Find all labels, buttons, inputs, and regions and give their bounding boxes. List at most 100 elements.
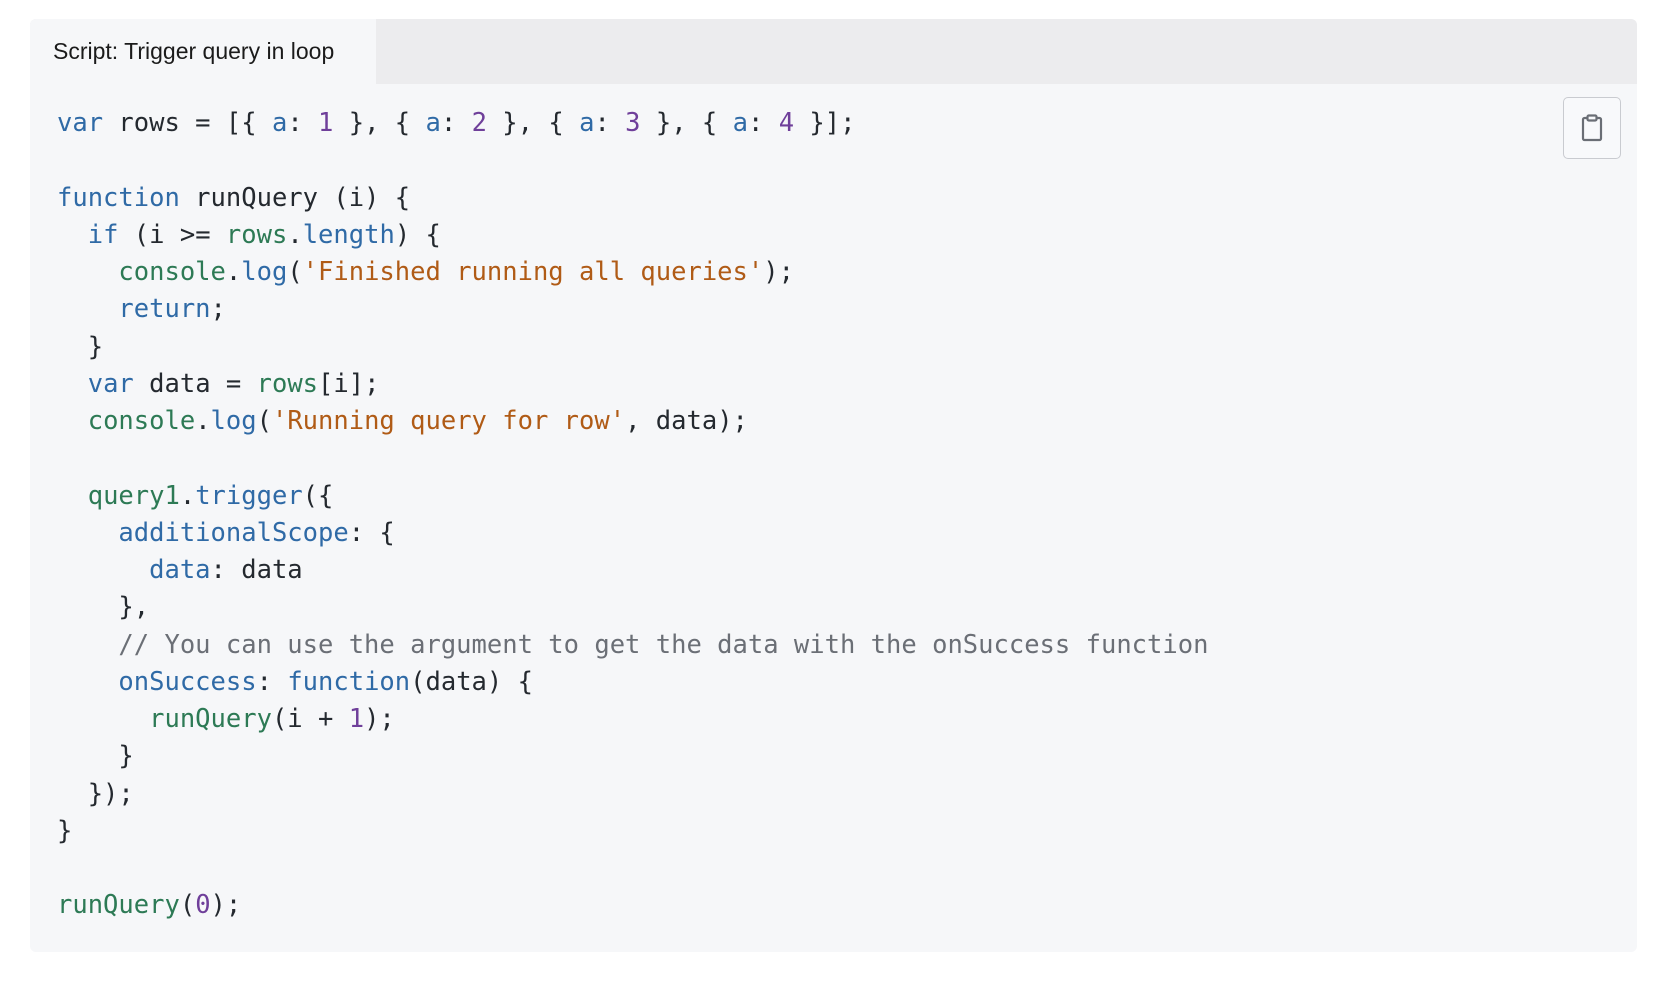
code-line (57, 850, 1208, 887)
code-line (57, 440, 1208, 477)
code-line: console.log('Finished running all querie… (57, 254, 1208, 291)
code-token-plain: ); (364, 704, 395, 734)
code-token-plain: runQuery (i) { (179, 182, 411, 213)
code-token-prop: length (302, 219, 395, 250)
code-line: var data = rows[i]; (57, 366, 1208, 403)
code-token-plain (57, 518, 118, 548)
code-token-plain: ) { (394, 219, 441, 250)
code-line: // You can use the argument to get the d… (57, 627, 1208, 664)
code-token-plain: : data (210, 555, 303, 585)
code-line: }); (57, 776, 1208, 813)
code-token-var: runQuery (149, 704, 272, 734)
code-token-plain: , data); (625, 406, 748, 436)
code-token-plain (57, 667, 118, 697)
code-token-num: 3 (625, 108, 641, 138)
code-line: if (i >= rows.length) { (57, 217, 1208, 254)
code-token-num: 4 (778, 108, 795, 138)
code-token-plain (57, 257, 118, 287)
code-token-plain: }]; (794, 108, 856, 138)
code-token-plain: }); (57, 778, 134, 809)
code-token-plain: (data) { (410, 666, 533, 697)
code-token-plain: . (225, 257, 242, 287)
code-token-prop: log (241, 257, 288, 287)
code-token-num: 0 (195, 890, 211, 921)
code-line (57, 142, 1208, 179)
code-token-plain: ; (210, 294, 226, 325)
code-token-prop: data (149, 555, 211, 585)
code-token-str: 'Running query for row' (271, 406, 626, 436)
code-token-kw: var (87, 368, 134, 399)
code-token-num: 2 (471, 108, 487, 138)
code-token-plain: }, { (486, 108, 580, 138)
code-token-plain (57, 630, 118, 660)
code-token-plain: (i >= (118, 219, 226, 250)
code-token-plain: (i + (271, 704, 349, 734)
code-token-plain: . (287, 219, 303, 250)
code-token-plain: : (287, 108, 319, 138)
code-line: runQuery(0); (57, 887, 1208, 924)
code-line: function runQuery (i) { (57, 180, 1208, 217)
tab-bar: Script: Trigger query in loop (30, 19, 1637, 84)
code-token-plain: . (195, 406, 211, 436)
code-token-kw: var (57, 108, 104, 138)
code-token-plain (57, 481, 88, 511)
code-token-prop: additionalScope (118, 517, 349, 548)
code-token-prop: a (271, 108, 288, 138)
code-token-plain: : (594, 108, 626, 138)
code-line: } (57, 329, 1208, 366)
code-token-kw: function (287, 666, 411, 697)
code-token-prop: a (732, 108, 748, 138)
code-token-plain: } (57, 741, 134, 772)
code-token-comment: // You can use the argument to get the d… (118, 629, 1209, 660)
code-token-var: runQuery (57, 890, 180, 921)
code-token-kw: return (118, 294, 211, 325)
code-block: Script: Trigger query in loop var rows =… (30, 19, 1637, 952)
code-token-kw: if (87, 219, 119, 250)
code-token-plain: [i]; (318, 368, 380, 399)
code-token-prop: onSuccess (118, 666, 257, 697)
code-line: var rows = [{ a: 1 }, { a: 2 }, { a: 3 }… (57, 105, 1208, 142)
code-line: } (57, 738, 1208, 775)
code-token-plain: : (256, 666, 288, 697)
code-token-plain: rows = [{ (103, 108, 272, 138)
copy-code-button[interactable] (1563, 97, 1621, 159)
code-token-prop: log (210, 406, 257, 436)
code-token-var: query1 (87, 480, 180, 511)
code-token-plain: data = (133, 368, 257, 399)
code-line: onSuccess: function(data) { (57, 664, 1208, 701)
code-token-num: 1 (348, 704, 365, 734)
code-token-plain (57, 704, 149, 734)
code-token-plain: }, (57, 592, 150, 623)
code-token-plain: ( (179, 890, 196, 921)
code-token-plain (57, 406, 88, 436)
code-line: additionalScope: { (57, 515, 1208, 552)
code-token-plain: } (57, 815, 73, 846)
code-token-prop: a (579, 108, 595, 138)
code-token-num: 1 (318, 108, 334, 138)
code-line: } (57, 813, 1208, 850)
code-token-var: console (118, 257, 226, 287)
code-token-plain: : { (348, 517, 395, 548)
code-token-plain (57, 294, 118, 324)
clipboard-icon (1580, 114, 1604, 142)
code-token-var: console (87, 406, 196, 436)
code-token-var: rows (256, 368, 319, 399)
tab-script-trigger-query[interactable]: Script: Trigger query in loop (30, 19, 376, 84)
code-token-prop: a (425, 108, 441, 138)
code-token-plain: ( (287, 257, 303, 287)
code-line: }, (57, 589, 1208, 626)
code-token-plain (57, 369, 88, 399)
code-token-plain: . (179, 480, 196, 511)
code-token-plain (57, 555, 149, 585)
code-line: runQuery(i + 1); (57, 701, 1208, 738)
code-token-str: 'Finished running all queries' (302, 257, 764, 287)
code-token-plain: ({ (302, 480, 334, 511)
code-token-plain: } (57, 331, 104, 362)
code-token-plain: : (748, 108, 779, 138)
code-token-plain: : (440, 108, 472, 138)
code-token-plain (57, 220, 88, 250)
code-token-kw: function (57, 182, 180, 213)
code-token-plain: }, { (640, 108, 733, 138)
code-line: query1.trigger({ (57, 478, 1208, 515)
code-line: data: data (57, 552, 1208, 589)
